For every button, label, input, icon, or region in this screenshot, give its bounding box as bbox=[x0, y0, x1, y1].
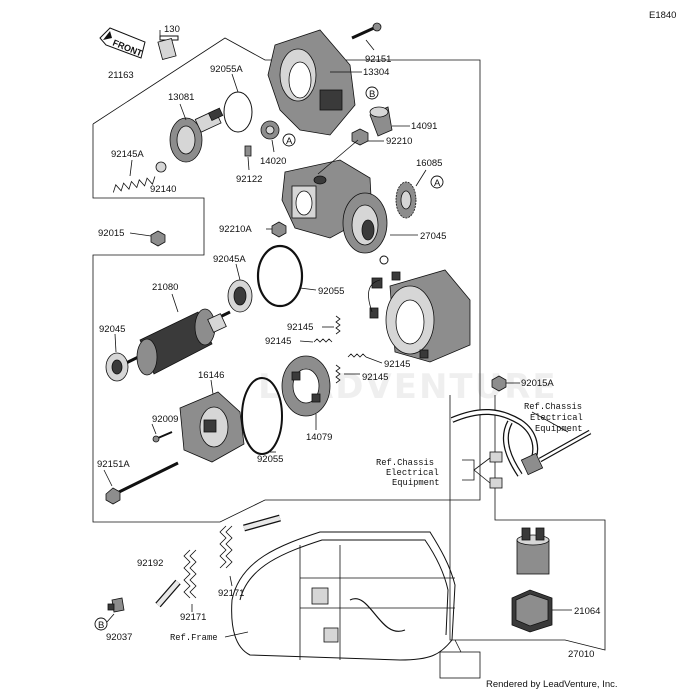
part-92055: 92055 bbox=[318, 286, 344, 297]
relay-assembly-outline bbox=[449, 395, 606, 651]
part-27010: 27010 bbox=[568, 649, 594, 660]
screw-92009-icon bbox=[152, 431, 173, 443]
gear-16085-icon bbox=[395, 181, 417, 219]
part-14020: 14020 bbox=[260, 156, 286, 167]
spring-92145-icon bbox=[313, 315, 367, 384]
part-92151: 92151 bbox=[365, 54, 391, 65]
spring-92145A-icon bbox=[112, 176, 156, 193]
ref-chassis-left-line1: Ref.Chassis bbox=[376, 458, 434, 468]
part-92192: 92192 bbox=[137, 558, 163, 569]
housing-13304-icon bbox=[267, 29, 356, 136]
cover-16146-icon bbox=[179, 391, 245, 463]
gear-case-27045-icon bbox=[281, 159, 388, 254]
brush-holder-14079-icon bbox=[281, 355, 331, 417]
screw-92151-icon bbox=[351, 22, 382, 40]
ref-chassis-left-line3: Equipment bbox=[392, 478, 440, 488]
cap-14091-icon bbox=[369, 106, 393, 137]
callout-A-right-label: A bbox=[434, 178, 441, 189]
callout-A-left-label: A bbox=[286, 136, 293, 147]
clip-92171-icon bbox=[183, 525, 233, 599]
grommet-icon bbox=[489, 451, 503, 489]
pinion-13081-icon bbox=[169, 107, 224, 163]
part-13081: 13081 bbox=[168, 92, 194, 103]
ref-chassis-right-line1: Ref.Chassis bbox=[524, 402, 582, 412]
part-92055A: 92055A bbox=[210, 64, 243, 75]
part-92015A: 92015A bbox=[521, 378, 554, 389]
oring-92055A-icon bbox=[223, 91, 253, 133]
part-92045: 92045 bbox=[99, 324, 125, 335]
part-92145-a: 92145 bbox=[287, 322, 313, 333]
part-92210A: 92210A bbox=[219, 224, 252, 235]
part-92015: 92015 bbox=[98, 228, 124, 239]
clamp-92037-icon bbox=[107, 597, 125, 613]
ref-chassis-left-line2: Electrical bbox=[386, 468, 439, 478]
nut-92015-icon bbox=[150, 230, 166, 247]
part-92210: 92210 bbox=[386, 136, 412, 147]
part-92055-lower: 92055 bbox=[257, 454, 283, 465]
bearing-92045-icon bbox=[105, 352, 129, 382]
part-21163: 21163 bbox=[108, 70, 134, 81]
callout-B-bottom bbox=[94, 617, 108, 631]
part-92045A: 92045A bbox=[213, 254, 246, 265]
part-27045: 27045 bbox=[420, 231, 446, 242]
nut-92015A-icon bbox=[491, 375, 507, 392]
armature-21080-icon bbox=[119, 308, 231, 376]
relay-21064-icon bbox=[511, 527, 553, 633]
part-92009: 92009 bbox=[152, 414, 178, 425]
oring-92055-lower-icon bbox=[241, 377, 283, 455]
callout-A-right bbox=[430, 175, 444, 189]
part-13304: 13304 bbox=[363, 67, 389, 78]
part-16146: 16146 bbox=[198, 370, 224, 381]
bolt-130-icon bbox=[157, 35, 179, 60]
part-21064: 21064 bbox=[574, 606, 600, 617]
part-92151A: 92151A bbox=[97, 459, 130, 470]
clutch-14020-icon bbox=[260, 120, 280, 140]
pin-92122-icon bbox=[244, 145, 252, 157]
nut-92210A-icon bbox=[271, 221, 287, 238]
callout-B-top bbox=[365, 86, 379, 100]
ref-chassis-right-line2: Electrical bbox=[530, 413, 583, 423]
part-16085: 16085 bbox=[416, 158, 442, 169]
part-92122: 92122 bbox=[236, 174, 262, 185]
starter-assembly-outline bbox=[92, 37, 481, 523]
oring-92055-icon bbox=[256, 244, 304, 308]
part-92037: 92037 bbox=[106, 632, 132, 643]
ref-frame: Ref.Frame bbox=[170, 633, 218, 643]
part-130: 130 bbox=[164, 24, 180, 35]
part-14091: 14091 bbox=[411, 121, 437, 132]
part-92145A: 92145A bbox=[111, 149, 144, 160]
part-21080: 21080 bbox=[152, 282, 178, 293]
part-92145-b: 92145 bbox=[265, 336, 291, 347]
bolt-92151A-icon bbox=[105, 461, 179, 505]
callout-B-top-label: B bbox=[369, 89, 375, 100]
footer-credit: Rendered by LeadVenture, Inc. bbox=[486, 679, 618, 690]
callout-A-left bbox=[282, 133, 296, 147]
part-14079: 14079 bbox=[306, 432, 332, 443]
part-92171-left: 92171 bbox=[180, 612, 206, 623]
yoke-assembly-icon bbox=[368, 255, 471, 363]
part-92145-d: 92145 bbox=[362, 372, 388, 383]
diagram-code: E1840 bbox=[649, 10, 676, 21]
rod-92192-icon bbox=[155, 514, 281, 608]
part-92140: 92140 bbox=[150, 184, 176, 195]
front-arrow-icon: FRONT bbox=[99, 27, 146, 59]
ref-chassis-right-line3: Equipment bbox=[535, 424, 583, 434]
part-92171-right: 92171 bbox=[218, 588, 244, 599]
bearing-92045A-icon bbox=[227, 279, 253, 313]
part-92145-c: 92145 bbox=[384, 359, 410, 370]
callout-B-bottom-label: B bbox=[98, 620, 104, 631]
frame-icon bbox=[231, 531, 481, 679]
ball-92140-icon bbox=[155, 161, 167, 173]
